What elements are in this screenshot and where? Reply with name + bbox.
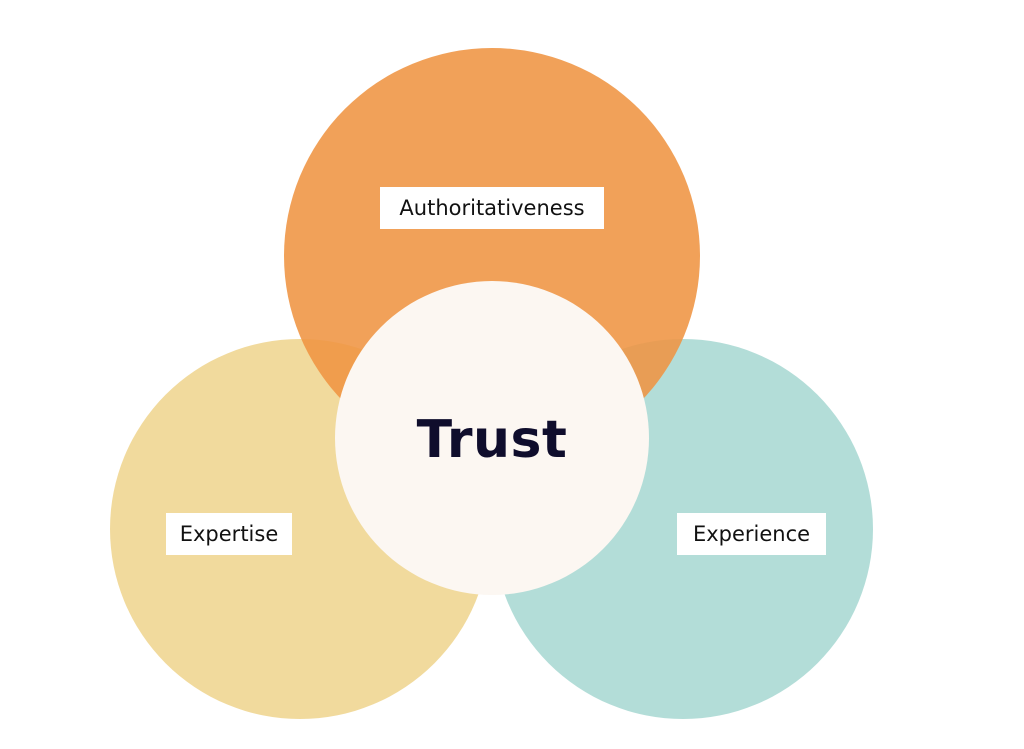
trust-circle — [335, 281, 649, 595]
authoritativeness-label: Authoritativeness — [380, 187, 604, 229]
expertise-label: Expertise — [166, 513, 292, 555]
trust-label: Trust — [416, 410, 568, 470]
experience-label: Experience — [677, 513, 826, 555]
